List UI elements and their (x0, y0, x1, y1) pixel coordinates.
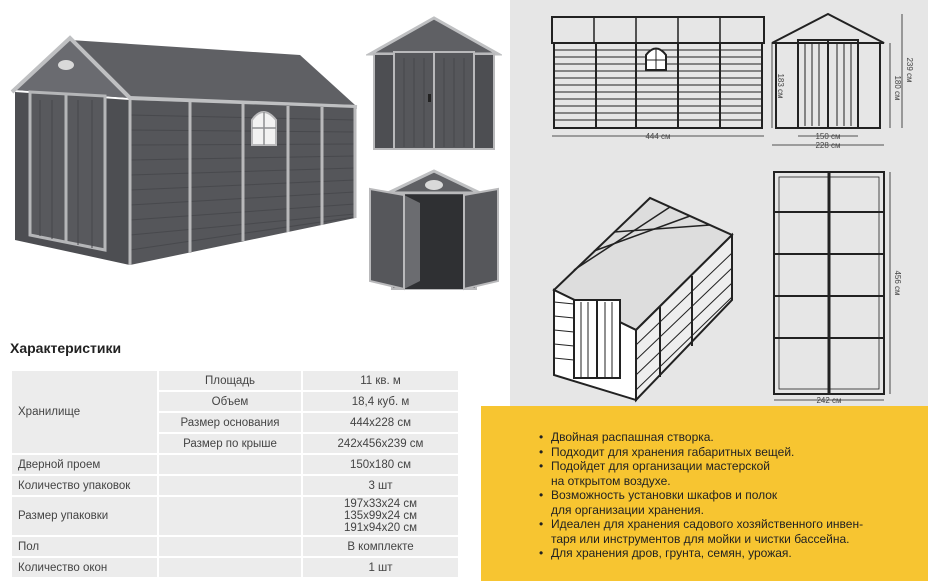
list-item: Идеален для хранения садового хозяйствен… (539, 517, 863, 546)
spec-value: 444x228 см (303, 413, 458, 432)
spec-name: Пол (12, 537, 157, 556)
shed-front-closed-photo (366, 16, 502, 150)
table-row: Пол В комплекте (12, 537, 458, 556)
spec-empty (159, 558, 301, 577)
table-row: Хранилище Площадь 11 кв. м (12, 371, 458, 453)
table-row: Размер упаковки 197x33x24 см 135x99x24 с… (12, 497, 458, 535)
spec-empty (159, 497, 301, 535)
side-elevation-drawing (551, 16, 773, 137)
spec-value: 3 шт (303, 476, 458, 495)
list-item: Подойдет для организации мастерской на о… (539, 459, 863, 488)
list-item: Возможность установки шкафов и полок для… (539, 488, 863, 517)
table-row: Объем 18,4 куб. м (12, 392, 458, 411)
shed-front-open-photo (369, 169, 499, 291)
spec-name: Дверной проем (12, 455, 157, 474)
dim-roof-length: 456 см (893, 270, 902, 295)
spec-empty (159, 476, 301, 495)
front-elevation-drawing (771, 12, 903, 146)
spec-empty (159, 537, 301, 556)
spec-value: 1 шт (303, 558, 458, 577)
list-item: Для хранения дров, грунта, семян, урожая… (539, 546, 863, 561)
spec-value: 197x33x24 см 135x99x24 см 191x94x20 см (303, 497, 458, 535)
specs-title: Характеристики (10, 340, 122, 356)
table-row: Количество упаковок 3 шт (12, 476, 458, 495)
shed-window-icon (251, 111, 277, 146)
dim-side-height: 183 см (776, 73, 785, 98)
dim-door-width: 150 см (815, 132, 840, 141)
specs-table: Хранилище Площадь 11 кв. м Объем 18,4 ку… (10, 369, 460, 579)
gable-vent-icon (58, 60, 74, 70)
spec-name: Размер упаковки (12, 497, 157, 535)
spec-name: Количество упаковок (12, 476, 157, 495)
list-item: Двойная распашная створка. (539, 430, 863, 445)
spec-value: 11 кв. м (303, 371, 458, 390)
spec-value: 18,4 куб. м (303, 392, 458, 411)
spec-name: Объем (159, 392, 301, 411)
shed-main-photo (10, 35, 358, 265)
isometric-drawing (552, 196, 734, 403)
features-list: Двойная распашная створка. Подходит для … (539, 430, 863, 561)
roof-plan-drawing (773, 171, 891, 401)
dim-front-width: 228 см (815, 141, 840, 150)
table-row: Размер по крыше 242x456x239 см (12, 434, 458, 453)
table-row: Дверной проем 150x180 см (12, 455, 458, 474)
spec-name: Размер по крыше (159, 434, 301, 453)
spec-value: В комплекте (303, 537, 458, 556)
table-row: Количество окон 1 шт (12, 558, 458, 577)
spec-value: 242x456x239 см (303, 434, 458, 453)
features-box: Двойная распашная створка. Подходит для … (481, 406, 928, 581)
spec-name: Количество окон (12, 558, 157, 577)
storage-label: Хранилище (12, 371, 157, 453)
dim-front-height: 239 см (905, 57, 914, 82)
spec-value: 150x180 см (303, 455, 458, 474)
spec-name: Размер основания (159, 413, 301, 432)
dim-roof-width: 242 см (816, 396, 841, 405)
spec-empty (159, 455, 301, 474)
product-left-panel: Характеристики Хранилище Площадь 11 кв. … (10, 16, 502, 579)
dim-side-length: 444 см (645, 132, 670, 141)
spec-name: Площадь (159, 371, 301, 390)
table-row: Размер основания 444x228 см (12, 413, 458, 432)
dim-door-height: 180 см (893, 75, 902, 100)
list-item: Подходит для хранения габаритных вещей. (539, 445, 863, 460)
